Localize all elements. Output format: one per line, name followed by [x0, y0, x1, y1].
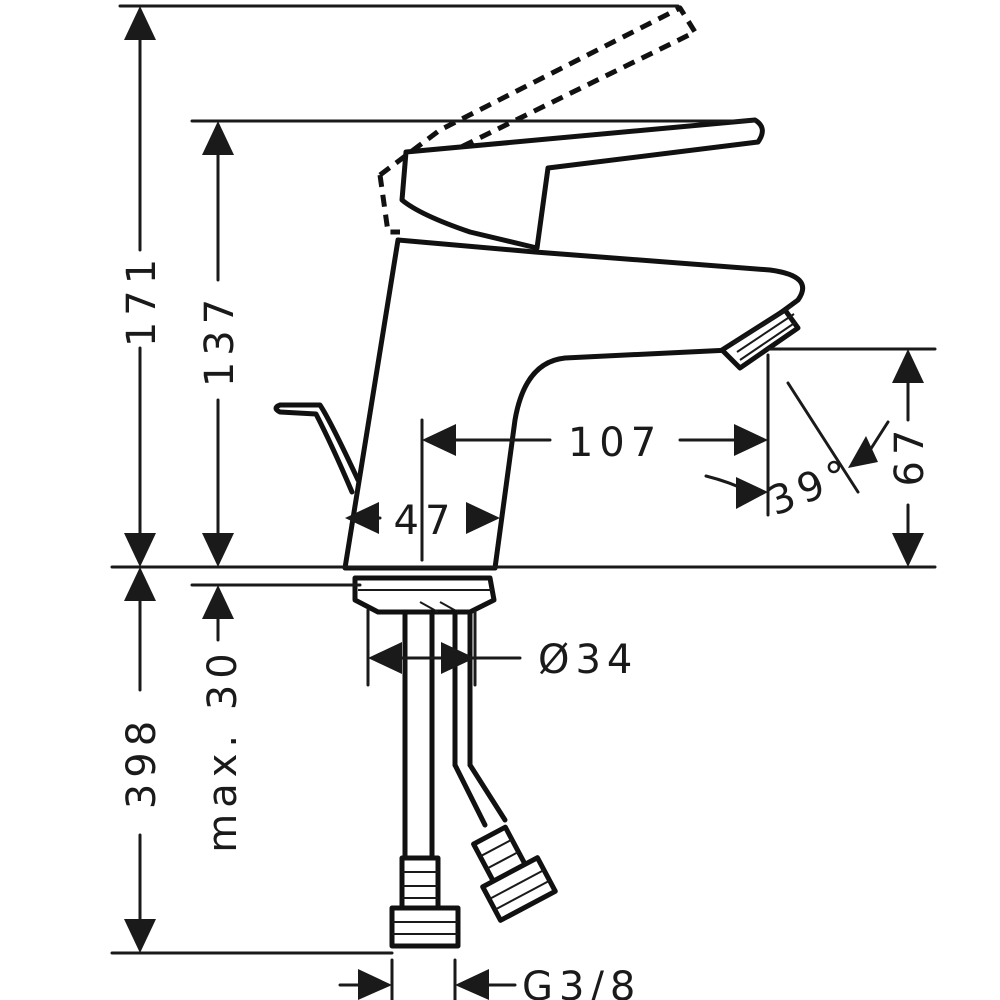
dim-137-label: 137 [197, 293, 243, 387]
dim-398-label: 398 [119, 715, 165, 809]
dim-39-angle-label: 39° [762, 449, 862, 525]
mounting-assembly [352, 575, 558, 949]
dim-47-label: 47 [394, 498, 457, 544]
dim-107-label: 107 [568, 420, 662, 466]
dim-diameter-34-label: Ø34 [538, 637, 638, 683]
left-hose-fitting [389, 855, 461, 949]
right-hose-fitting [471, 824, 558, 923]
handle-open-dashed [377, 5, 698, 235]
dim-g38-label: G3/8 [522, 964, 641, 1000]
dim-max30-label: max. 30 [200, 647, 246, 852]
handle-closed [399, 117, 765, 251]
faucet-body [273, 237, 806, 571]
aerator [719, 305, 801, 371]
arrowheads [124, 6, 924, 1000]
dim-67-label: 67 [887, 424, 933, 487]
dimension-labels: 171 137 398 max. 30 67 107 47 Ø34 G3/8 3… [119, 253, 933, 1000]
dim-171-label: 171 [119, 253, 165, 347]
popup-lever [273, 402, 361, 495]
